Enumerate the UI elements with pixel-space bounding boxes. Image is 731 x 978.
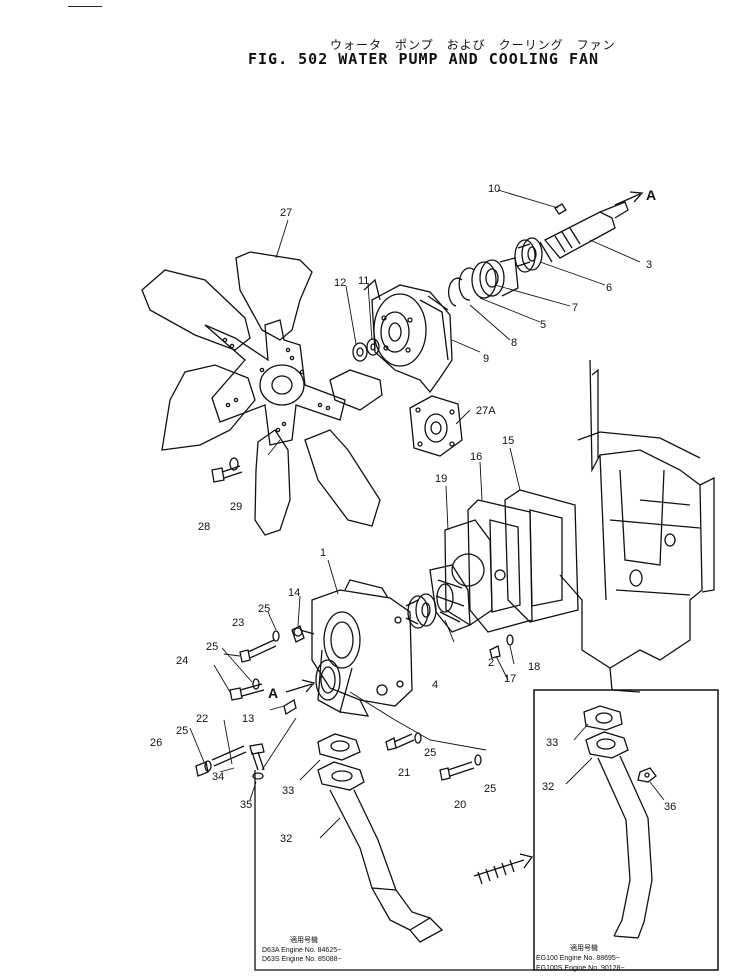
callout-1: 1 (320, 547, 326, 559)
plug-13 (283, 698, 297, 716)
bolt-34 (249, 743, 265, 780)
pointer-arrow-to-inset (473, 853, 534, 885)
applicability-header-right: 適用号機 (570, 943, 598, 952)
washer-11 (366, 338, 380, 356)
applicability-eg100s: EG100S Engine No. 90128~ (536, 965, 625, 972)
bolt-17 (489, 634, 514, 659)
callout-25-e: 25 (484, 783, 496, 795)
callout-18: 18 (528, 661, 540, 673)
bolt-21 (385, 732, 422, 751)
applicability-d63a: D63A Engine No. 84625~ (262, 947, 341, 954)
callout-15: 15 (502, 435, 514, 447)
shaft-3 (539, 201, 629, 263)
corner-rule (68, 6, 102, 7)
pulley-9 (363, 278, 453, 394)
washer-29 (229, 457, 239, 471)
inset-box (533, 689, 719, 971)
nut-36 (637, 767, 657, 783)
callout-10: 10 (488, 183, 500, 195)
callout-2: 2 (488, 657, 494, 669)
callout-36: 36 (664, 801, 676, 813)
gasket-33-left (317, 733, 361, 761)
gasket-16 (467, 499, 533, 633)
nut-12 (352, 342, 368, 362)
callout-28: 28 (198, 521, 210, 533)
callout-11: 11 (358, 275, 369, 287)
callout-25-b: 25 (206, 641, 218, 653)
callout-24: 24 (176, 655, 188, 667)
water-pipe-32-right (585, 731, 653, 939)
callout-25-a: 25 (258, 603, 270, 615)
gasket-15 (504, 489, 579, 623)
callout-4: 4 (432, 679, 438, 691)
callout-26: 26 (150, 737, 162, 749)
callout-25-c: 25 (176, 725, 188, 737)
callout-21: 21 (398, 767, 410, 779)
callout-33-right: 33 (546, 737, 558, 749)
bolt-22 (195, 745, 247, 777)
callout-5: 5 (540, 319, 546, 331)
arrow-label-a-top: A (646, 187, 656, 203)
callout-9: 9 (483, 353, 489, 365)
pump-body-1 (293, 579, 413, 717)
bearing-5 (471, 257, 519, 299)
figure-title: FIG. 502 WATER PUMP AND COOLING FAN (248, 50, 600, 68)
callout-8: 8 (511, 337, 517, 349)
callout-29: 29 (230, 501, 242, 513)
bolt-23 (239, 630, 280, 663)
callout-3: 3 (646, 259, 652, 271)
reference-box-left (254, 770, 535, 971)
leader-lines (189, 189, 665, 839)
callout-12: 12 (334, 277, 346, 289)
callout-34: 34 (212, 771, 224, 783)
callout-7: 7 (572, 302, 578, 314)
applicability-header-left: 適用号機 (290, 935, 318, 944)
callout-23: 23 (232, 617, 244, 629)
callout-19: 19 (435, 473, 447, 485)
water-pipe-32-left (317, 761, 444, 943)
callout-labels: 27 12 11 10 3 6 7 5 8 9 27A 28 29 1 19 1… (150, 183, 676, 972)
bolt-20 (439, 754, 482, 781)
callout-27: 27 (280, 207, 292, 219)
callout-35: 35 (240, 799, 252, 811)
arrow-a-pump (285, 679, 316, 693)
callout-6: 6 (606, 282, 612, 294)
figure-title-japanese: ウォータ ポンプ および クーリング ファン (330, 38, 616, 52)
cock-14 (291, 625, 305, 643)
snap-ring-7 (448, 277, 463, 307)
arrow-a-shaft (614, 191, 644, 206)
callout-33-left: 33 (282, 785, 294, 797)
seal-4 (405, 593, 437, 629)
callout-32-left: 32 (280, 833, 292, 845)
cooling-fan-27 (141, 251, 383, 536)
applicability-d63s: D63S Engine No. 85088~ (262, 956, 342, 963)
callout-13: 13 (242, 713, 254, 725)
callout-27a: 27A (476, 405, 496, 417)
gasket-33-right (583, 705, 623, 731)
plate-19 (444, 519, 493, 626)
callout-16: 16 (470, 451, 482, 463)
bolt-24 (229, 678, 265, 701)
arrow-label-a-mid: A (268, 685, 278, 701)
callout-32-right: 32 (542, 781, 554, 793)
engine-block-outline (559, 359, 715, 693)
callout-22: 22 (196, 713, 208, 725)
applicability-eg100: EG100 Engine No. 88695~ (536, 955, 620, 962)
snap-ring-8 (458, 267, 475, 301)
callout-25-d: 25 (424, 747, 436, 759)
callout-17: 17 (504, 673, 516, 685)
key-10 (554, 203, 567, 215)
spacer-27a (409, 395, 463, 457)
callout-20: 20 (454, 799, 466, 811)
bearing-6 (514, 237, 543, 273)
callout-14: 14 (288, 587, 300, 599)
